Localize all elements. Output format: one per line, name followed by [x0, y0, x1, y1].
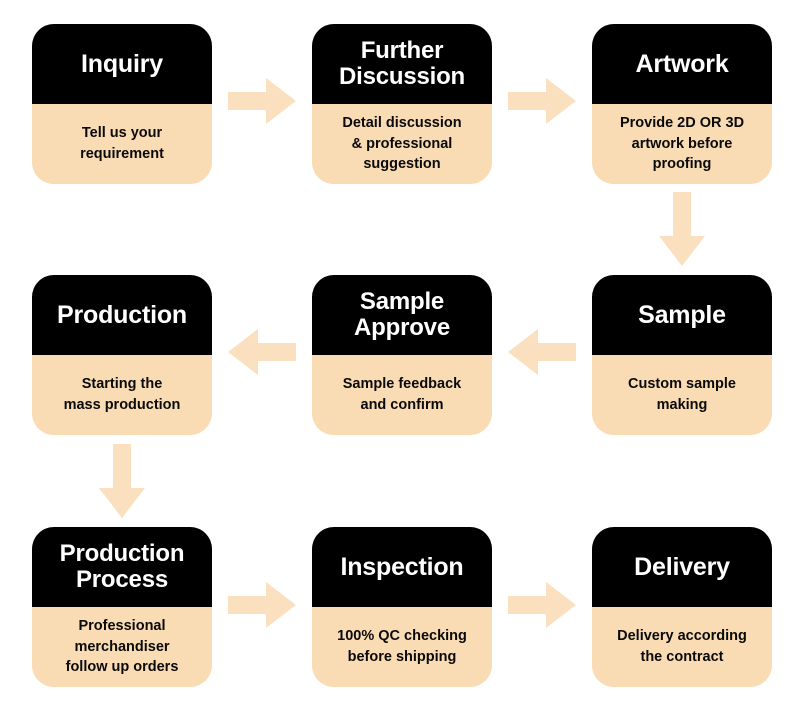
arrow-right-icon-production-process-to-inspection	[228, 582, 296, 628]
flow-step-production[interactable]: Production Starting the mass production	[32, 275, 212, 435]
flow-step-header: Inspection	[312, 527, 492, 607]
flow-step-header: Further Discussion	[312, 24, 492, 104]
flow-step-header: Inquiry	[32, 24, 212, 104]
flow-step-delivery[interactable]: Delivery Delivery according the contract	[592, 527, 772, 687]
flow-step-description: Provide 2D OR 3D artwork before proofing	[619, 115, 745, 173]
flow-step-body: Professional merchandiser follow up orde…	[32, 607, 212, 687]
flow-step-header: Production	[32, 275, 212, 355]
flow-step-description: Detail discussion & professional suggest…	[342, 115, 462, 173]
flow-step-header: Sample Approve	[312, 275, 492, 355]
arrow-right-icon-further-discussion-to-artwork	[508, 78, 576, 124]
flow-step-sample-approve[interactable]: Sample Approve Sample feedback and confi…	[312, 275, 492, 435]
flow-step-body: Provide 2D OR 3D artwork before proofing	[592, 104, 772, 184]
flow-step-title: Inquiry	[81, 49, 163, 78]
flow-step-description: Tell us your requirement	[80, 125, 164, 162]
flow-step-body: 100% QC checking before shipping	[312, 607, 492, 687]
flow-step-body: Sample feedback and confirm	[312, 355, 492, 435]
flow-step-title: Sample	[638, 300, 726, 329]
flow-step-title: Production	[57, 300, 187, 329]
flow-step-description: 100% QC checking before shipping	[337, 628, 467, 665]
flow-step-artwork[interactable]: Artwork Provide 2D OR 3D artwork before …	[592, 24, 772, 184]
flow-step-body: Custom sample making	[592, 355, 772, 435]
flow-step-title: Production Process	[59, 540, 185, 593]
flow-step-sample[interactable]: Sample Custom sample making	[592, 275, 772, 435]
flow-step-title: Artwork	[635, 49, 729, 78]
flow-step-title: Sample Approve	[354, 288, 450, 341]
flow-step-body: Starting the mass production	[32, 355, 212, 435]
flow-step-description: Professional merchandiser follow up orde…	[65, 618, 179, 676]
flow-step-header: Artwork	[592, 24, 772, 104]
arrow-down-icon-artwork-to-sample	[659, 192, 705, 266]
arrow-right-icon-inspection-to-delivery	[508, 582, 576, 628]
flow-step-title: Inspection	[340, 552, 464, 581]
flow-step-title: Further Discussion	[338, 37, 466, 90]
flow-step-header: Production Process	[32, 527, 212, 607]
flow-step-description: Custom sample making	[628, 376, 736, 413]
arrow-right-icon-inquiry-to-further-discussion	[228, 78, 296, 124]
flow-step-body: Delivery according the contract	[592, 607, 772, 687]
flow-step-inspection[interactable]: Inspection 100% QC checking before shipp…	[312, 527, 492, 687]
flow-step-title: Delivery	[634, 552, 730, 581]
flow-step-further-discussion[interactable]: Further Discussion Detail discussion & p…	[312, 24, 492, 184]
flow-step-body: Detail discussion & professional suggest…	[312, 104, 492, 184]
flow-step-inquiry[interactable]: Inquiry Tell us your requirement	[32, 24, 212, 184]
arrow-left-icon-sample-to-sample-approve	[508, 329, 576, 375]
flow-step-header: Delivery	[592, 527, 772, 607]
arrow-left-icon-sample-approve-to-production	[228, 329, 296, 375]
flow-step-body: Tell us your requirement	[32, 104, 212, 184]
flow-step-header: Sample	[592, 275, 772, 355]
arrow-down-icon-production-to-production-process	[99, 444, 145, 518]
flow-step-description: Delivery according the contract	[617, 628, 747, 665]
flow-step-production-process[interactable]: Production Process Professional merchand…	[32, 527, 212, 687]
flow-step-description: Sample feedback and confirm	[342, 376, 462, 413]
flow-step-description: Starting the mass production	[63, 376, 181, 413]
